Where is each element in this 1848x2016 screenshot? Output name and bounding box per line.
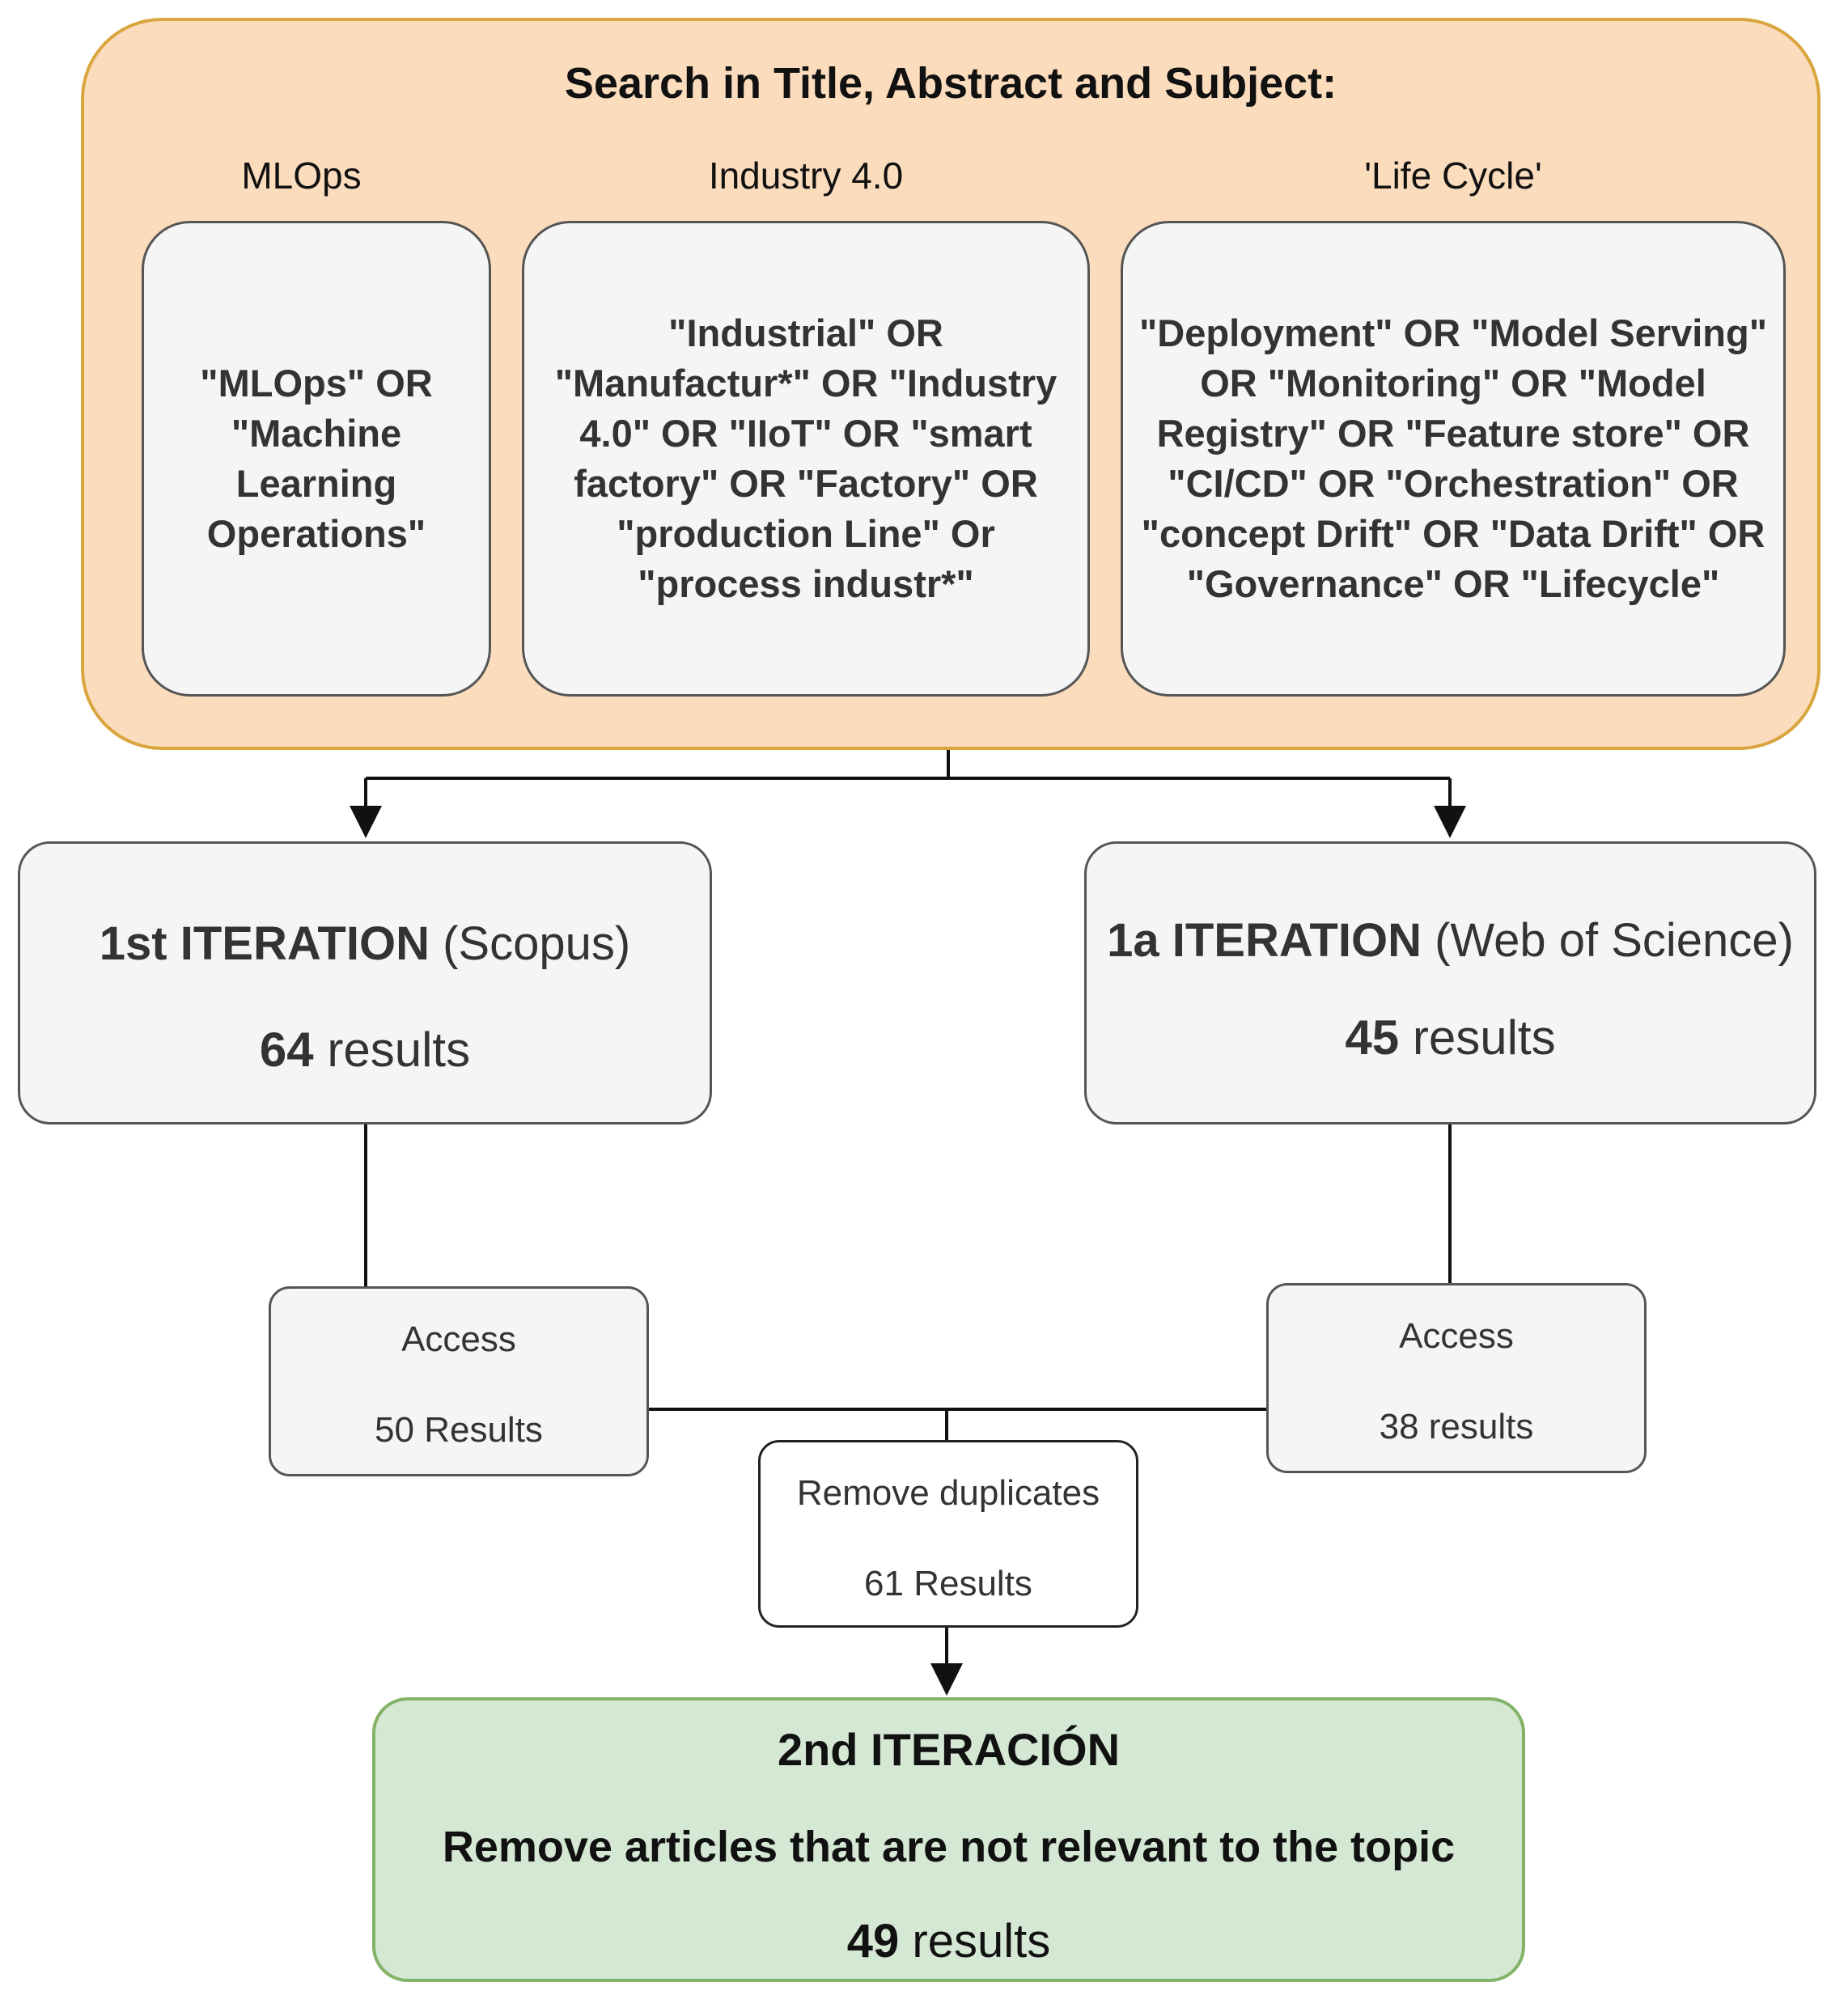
iteration-scopus-name: 1st ITERATION [99,917,430,970]
mlops-terms: "MLOps" OR "Machine Learning Operations" [200,362,433,555]
access-scopus-box: Access 50 Results [269,1286,649,1476]
remove-duplicates-box: Remove duplicates 61 Results [758,1440,1138,1628]
iteration-scopus-box: 1st ITERATION (Scopus) 64 results [18,841,712,1124]
access-wos-result: 38 results [1379,1407,1534,1446]
iteration-wos-source: (Web of Science) [1435,914,1794,967]
second-iteration-title: 2nd ITERACIÓN [777,1724,1121,1775]
access-scopus-label: Access [401,1319,516,1359]
iteration-wos-box: 1a ITERATION (Web of Science) 45 results [1084,841,1816,1124]
remove-duplicates-label: Remove duplicates [796,1473,1100,1513]
iteration-scopus-unit: results [327,1023,471,1077]
column-label-lifecycle: 'Life Cycle' [1364,155,1542,197]
access-wos-label: Access [1399,1316,1514,1356]
remove-duplicates-result: 61 Results [864,1564,1032,1603]
industry-terms-box: "Industrial" OR "Manufactur*" OR "Indust… [522,221,1090,697]
iteration-scopus-source: (Scopus) [443,917,631,970]
second-iteration-box: 2nd ITERACIÓN Remove articles that are n… [372,1697,1525,1982]
access-scopus-result: 50 Results [375,1410,543,1450]
second-iteration-unit: results [912,1915,1051,1967]
iteration-wos-count: 45 [1345,1010,1400,1065]
iteration-wos-unit: results [1412,1010,1556,1065]
second-iteration-count: 49 [846,1915,900,1967]
column-label-mlops: MLOps [241,155,362,197]
search-title: Search in Title, Abstract and Subject: [564,59,1337,108]
access-wos-box: Access 38 results [1266,1283,1647,1473]
industry-terms: "Industrial" OR "Manufactur*" OR "Indust… [554,311,1058,605]
mlops-terms-box: "MLOps" OR "Machine Learning Operations" [142,221,491,697]
iteration-scopus-count: 64 [259,1023,314,1077]
lifecycle-terms-box: "Deployment" OR "Model Serving" OR "Moni… [1121,221,1786,697]
lifecycle-terms: "Deployment" OR "Model Serving" OR "Moni… [1139,311,1767,605]
second-iteration-description: Remove articles that are not relevant to… [442,1823,1456,1871]
column-label-industry: Industry 4.0 [708,155,904,197]
iteration-wos-name: 1a ITERATION [1107,914,1422,967]
